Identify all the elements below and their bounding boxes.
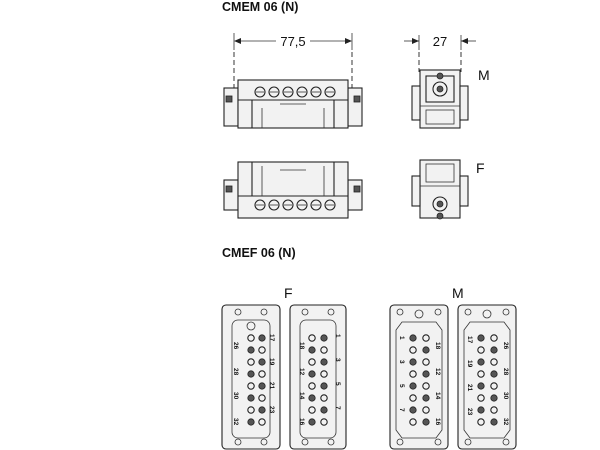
pin-label: 30 <box>502 392 509 400</box>
label-f-top: F <box>476 160 485 176</box>
pin-label: 30 <box>232 392 239 400</box>
insert-male-2: 17 19 21 23 26 28 30 32 <box>457 304 517 450</box>
label-f-bottom: F <box>284 285 293 301</box>
male-housing-side-view: M <box>411 52 490 129</box>
pin-label: 1 <box>398 336 405 340</box>
pin-label: 17 <box>268 334 275 342</box>
pin-label: 18 <box>434 342 441 350</box>
insert-female-2: 18 12 14 16 1 3 5 7 <box>289 304 347 450</box>
pin-label: 12 <box>298 368 305 376</box>
label-m-bottom: M <box>452 285 464 301</box>
pin-label: 26 <box>502 342 509 350</box>
pin-label: 5 <box>398 384 405 388</box>
pin-label: 16 <box>298 418 305 426</box>
pin-label: 23 <box>466 408 473 416</box>
pin-label: 7 <box>334 406 341 410</box>
dimension-depth-label: 27 <box>433 34 447 49</box>
title-cmem: CMEM 06 (N) <box>222 0 298 14</box>
title-cmef: CMEF 06 (N) <box>222 246 296 260</box>
pin-label: 14 <box>298 392 305 400</box>
pin-label: 12 <box>434 368 441 376</box>
pin-label: 19 <box>268 358 275 366</box>
label-m-top: M <box>478 67 490 83</box>
pin-label: 32 <box>232 418 239 426</box>
insert-male-1: 1 3 5 7 18 12 14 16 <box>389 304 449 450</box>
pin-label: 32 <box>502 418 509 426</box>
pin-label: 28 <box>232 368 239 376</box>
pin-label: 17 <box>466 336 473 344</box>
pin-label: 26 <box>232 342 239 350</box>
screw-row-middle <box>254 199 336 211</box>
pin-label: 18 <box>298 342 305 350</box>
pin-label: 5 <box>334 382 341 386</box>
pin-label: 16 <box>434 418 441 426</box>
female-housing-side-view: F <box>411 159 485 220</box>
pin-label: 7 <box>398 408 405 412</box>
screw-row-top <box>254 86 336 98</box>
male-housing-front-view <box>223 52 363 129</box>
pin-label: 21 <box>268 382 275 390</box>
pin-label: 28 <box>502 368 509 376</box>
pin-label: 3 <box>334 358 341 362</box>
pin-label: 21 <box>466 384 473 392</box>
pin-label: 23 <box>268 406 275 414</box>
female-housing-front-view <box>223 161 363 219</box>
dimension-width: 77,5 <box>233 33 353 50</box>
insert-female-1: 26 28 30 32 17 19 21 23 <box>221 304 281 450</box>
pin-label: 19 <box>466 360 473 368</box>
pin-label: 3 <box>398 360 405 364</box>
pin-label: 1 <box>334 334 341 338</box>
dimension-depth: 27 <box>404 34 476 50</box>
dimension-width-label: 77,5 <box>280 34 305 49</box>
pin-label: 14 <box>434 392 441 400</box>
